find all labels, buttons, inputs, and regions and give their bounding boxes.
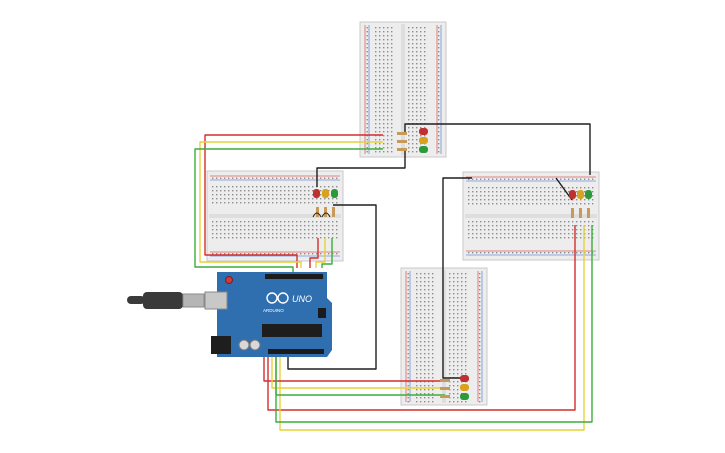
- wire-black-right-bottom[interactable]: [442, 177, 472, 379]
- icsp-header: [318, 308, 326, 318]
- led-group-top: [397, 128, 428, 153]
- power-jack[interactable]: [211, 336, 231, 354]
- resistor[interactable]: [579, 208, 582, 218]
- resistor[interactable]: [440, 387, 450, 390]
- resistor[interactable]: [397, 140, 407, 143]
- usb-cable[interactable]: [127, 292, 205, 309]
- led-red[interactable]: [569, 190, 576, 199]
- capacitor: [238, 339, 250, 351]
- arduino-brand-label: ARDUINO: [263, 308, 284, 313]
- resistor[interactable]: [587, 208, 590, 218]
- breadboard-bottom[interactable]: [400, 267, 488, 406]
- wire-yellow-top[interactable]: [199, 141, 383, 268]
- wire-green-top[interactable]: [194, 148, 383, 272]
- led-group-right: [569, 190, 592, 218]
- led-green[interactable]: [585, 190, 592, 199]
- led-group-bottom: [440, 375, 469, 400]
- resistor[interactable]: [316, 207, 319, 217]
- wire-yellow-right[interactable]: [279, 225, 585, 431]
- led-red[interactable]: [419, 128, 428, 135]
- wire-green-bottom[interactable]: [275, 350, 445, 396]
- led-yellow[interactable]: [460, 384, 469, 391]
- header-digital[interactable]: [265, 274, 323, 279]
- led-red[interactable]: [313, 189, 320, 198]
- breadboard-top[interactable]: [359, 21, 447, 158]
- resistor[interactable]: [397, 132, 407, 135]
- wire-black-gnd[interactable]: [287, 204, 377, 370]
- led-green[interactable]: [460, 393, 469, 400]
- led-green[interactable]: [419, 146, 428, 153]
- wire-black-left[interactable]: [316, 150, 406, 187]
- wire-red-right[interactable]: [267, 225, 576, 411]
- led-yellow[interactable]: [419, 137, 428, 144]
- arduino-uno-board[interactable]: UNO ARDUINO: [204, 272, 332, 357]
- led-leg: [312, 212, 331, 218]
- usb-port[interactable]: [204, 291, 228, 310]
- arduino-logo-icon: [266, 292, 289, 304]
- usb-cable-tail: [127, 296, 145, 304]
- wire-red-left[interactable]: [309, 238, 319, 268]
- wire-red-bottom[interactable]: [263, 350, 445, 382]
- wire-black-top-right[interactable]: [404, 123, 591, 175]
- usb-connector: [182, 293, 205, 308]
- led-group-left: [312, 189, 338, 218]
- wire-green-left[interactable]: [321, 238, 333, 268]
- breadboard-left[interactable]: [206, 170, 344, 262]
- resistor[interactable]: [332, 207, 335, 217]
- wire-red-top[interactable]: [204, 134, 383, 268]
- wire-yellow-bottom[interactable]: [271, 350, 445, 389]
- breadboard-right[interactable]: [462, 171, 600, 261]
- breadboard-holes: [366, 27, 440, 153]
- capacitor: [249, 339, 261, 351]
- wires: [194, 123, 593, 431]
- usb-cable-body: [143, 292, 183, 309]
- arduino-pcb: [217, 272, 332, 357]
- arduino-model-label: UNO: [292, 294, 312, 304]
- resistor[interactable]: [397, 148, 407, 151]
- resistor[interactable]: [324, 207, 327, 217]
- header-power[interactable]: [268, 349, 324, 354]
- wire-yellow-left[interactable]: [315, 238, 326, 268]
- led-yellow[interactable]: [577, 190, 584, 199]
- microcontroller-chip: [262, 324, 322, 337]
- led-green[interactable]: [331, 189, 338, 198]
- led-yellow[interactable]: [322, 189, 329, 198]
- resistor[interactable]: [440, 395, 450, 398]
- breadboard-holes: [468, 178, 594, 254]
- reset-button[interactable]: [225, 276, 233, 284]
- resistor[interactable]: [571, 208, 574, 218]
- resistor[interactable]: [440, 379, 450, 382]
- led-red[interactable]: [460, 375, 469, 382]
